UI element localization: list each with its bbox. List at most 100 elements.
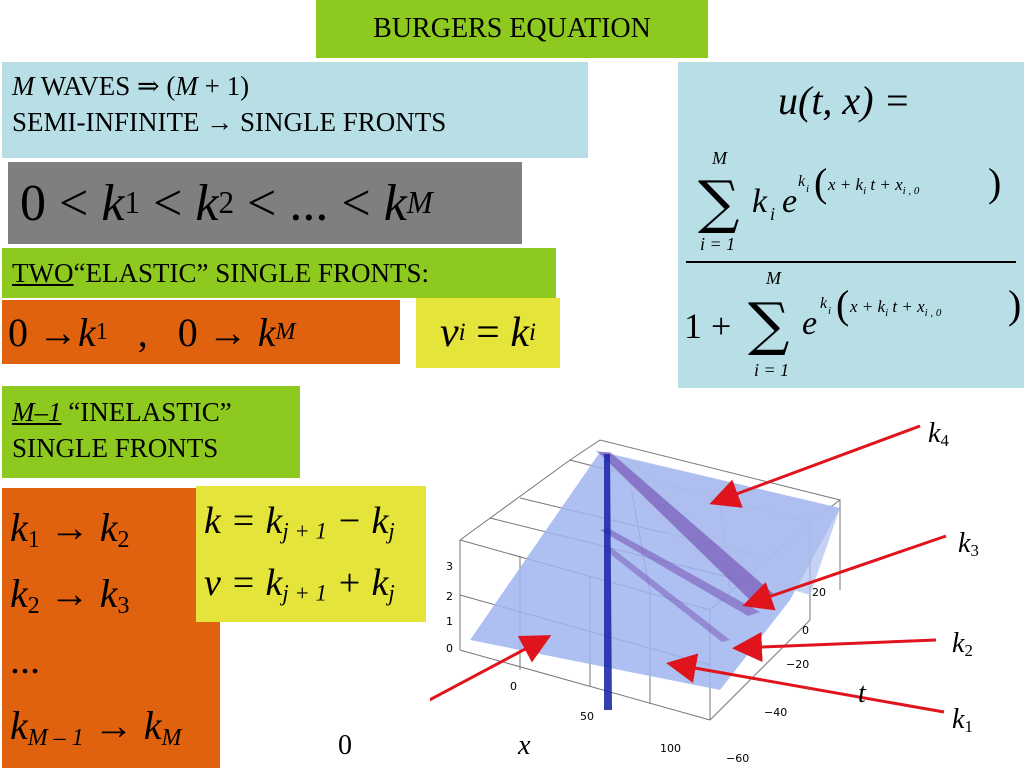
t-tick-m40: −40 — [764, 706, 787, 719]
elastic-kM: k — [257, 309, 276, 355]
two-fronts-header: TWO “ELASTIC” SINGLE FRONTS: — [2, 248, 556, 298]
v-relation: v = kj + 1 + kj — [204, 552, 418, 614]
num-exp: x + ki t + xi , 0 — [827, 175, 920, 197]
tr4-to: M — [161, 725, 182, 751]
waves-m2: M — [175, 71, 198, 101]
kv1-sub2: j — [388, 518, 395, 544]
num-exp-k: k — [798, 173, 806, 190]
waves-line-1: M WAVES ⇒ (M + 1) — [12, 68, 578, 104]
tr2-to: 3 — [117, 593, 130, 619]
tr1-to: 2 — [117, 527, 130, 553]
ineq-lt-3: < — [247, 174, 277, 232]
front-k4 — [598, 452, 775, 600]
front-k2 — [605, 548, 730, 642]
tr1-from: 1 — [27, 527, 40, 553]
den-exp-ksub: i — [828, 305, 831, 317]
ineq-sub1: 1 — [124, 185, 141, 220]
waves-text: WAVES ⇒ ( — [34, 71, 176, 101]
ineq-lt-2: < — [153, 174, 183, 232]
x-tick-0: 0 — [510, 680, 517, 693]
z-tick-3: 3 — [446, 560, 453, 573]
elastic-sep: , 0 → — [107, 309, 258, 355]
kv1-main: k = k — [204, 500, 283, 542]
elastic-sub1: 1 — [95, 318, 108, 345]
kv1-sub1: j + 1 — [282, 518, 327, 544]
elastic-left: 0 → — [8, 309, 78, 355]
formula-svg: u(t, x) = M ∑ i = 1 k i e k i ( x + ki t… — [684, 78, 1021, 380]
inel-rest: “INELASTIC” — [61, 397, 232, 427]
den-exp-k: k — [820, 295, 828, 312]
vel-v: v — [440, 310, 459, 356]
inel-line-2: SINGLE FRONTS — [12, 433, 219, 463]
ineq-sub2: 2 — [218, 185, 235, 220]
waves-m: M — [12, 71, 35, 101]
two-underlined: TWO — [12, 257, 74, 288]
label-k2: k2 — [952, 628, 973, 661]
kv2-sub2: j — [388, 580, 395, 606]
arrow-zero — [430, 635, 552, 702]
den-sigma: ∑ — [748, 290, 789, 358]
transition-1: k1 → k2 — [10, 505, 130, 553]
solution-formula: u(t, x) = M ∑ i = 1 k i e k i ( x + ki t… — [678, 62, 1024, 388]
plot-tick-labels: 3 2 1 0 0 50 100 20 0 −20 −40 −60 — [446, 560, 826, 765]
kv1-mid: − k — [326, 500, 389, 542]
plot-arrows — [430, 424, 947, 714]
den-paren-r: ) — [1008, 282, 1021, 327]
den-paren-l: ( — [836, 282, 849, 327]
x-tick-50: 50 — [580, 710, 594, 723]
num-paren-r: ) — [988, 160, 1001, 205]
arrow-k1 — [666, 653, 945, 714]
ineq-k2: k — [195, 174, 219, 232]
arrow-k2 — [732, 632, 937, 663]
kv2-mid: + k — [326, 562, 389, 604]
ineq-subM: M — [406, 185, 433, 220]
num-sigma: ∑ — [698, 168, 739, 236]
tr4-from: M – 1 — [27, 725, 84, 751]
num-upper: M — [711, 148, 728, 168]
tr2-from: 2 — [27, 593, 40, 619]
den-lower: i = 1 — [754, 360, 789, 380]
k-relation: k = kj + 1 − kj — [204, 490, 418, 552]
transition-list: k1 → k2 k2 → k3 ... kM – 1 → kM — [2, 488, 220, 768]
num-paren-l: ( — [814, 160, 827, 205]
num-exp-ksub: i — [806, 183, 809, 195]
label-zero: 0 — [338, 730, 352, 761]
title-text: BURGERS EQUATION — [373, 13, 651, 44]
t-tick-20: 20 — [812, 586, 826, 599]
waves-line-2: SEMI-INFINITE → SINGLE FRONTS — [12, 107, 447, 137]
arrow-k4 — [709, 424, 921, 508]
label-k3: k3 — [958, 528, 979, 561]
inel-line-1: M–1 “INELASTIC” — [12, 394, 290, 430]
kv2-sub1: j + 1 — [282, 580, 327, 606]
title-banner: BURGERS EQUATION — [316, 0, 708, 58]
t-tick-m60: −60 — [726, 752, 749, 765]
den-exp: x + ki t + xi , 0 — [849, 297, 942, 319]
front-k1-steep — [604, 454, 612, 710]
kv-relations: k = kj + 1 − kj v = kj + 1 + kj — [196, 486, 426, 622]
waves-end: + 1) — [197, 71, 250, 101]
t-tick-m20: −20 — [786, 658, 809, 671]
den-upper: M — [765, 268, 782, 288]
formula-lhs: u(t, x) = — [778, 78, 911, 123]
ineq-dots: ... — [289, 174, 329, 232]
two-fronts-text: “ELASTIC” SINGLE FRONTS: — [73, 257, 429, 288]
transition-dots: ... — [10, 637, 40, 682]
inel-m1: M–1 — [12, 397, 62, 427]
vel-i: i — [458, 319, 466, 346]
m-waves-box: M WAVES ⇒ (M + 1) SEMI-INFINITE → SINGLE… — [2, 62, 588, 158]
ineq-kM: k — [383, 174, 407, 232]
front-k3 — [600, 528, 760, 616]
z-tick-0: 0 — [446, 642, 453, 655]
label-t: t — [858, 678, 866, 709]
t-tick-0: 0 — [802, 624, 809, 637]
vel-k: k — [510, 310, 529, 356]
x-tick-100: 100 — [660, 742, 681, 755]
burgers-3d-plot: 3 2 1 0 0 50 100 20 0 −20 −40 −60 — [430, 424, 947, 765]
inelastic-header: M–1 “INELASTIC” SINGLE FRONTS — [2, 386, 300, 478]
num-k-sub: i — [770, 204, 775, 224]
ineq-k1: k — [101, 174, 125, 232]
num-lower: i = 1 — [700, 234, 735, 254]
transition-last: kM – 1 → kM — [10, 703, 182, 751]
